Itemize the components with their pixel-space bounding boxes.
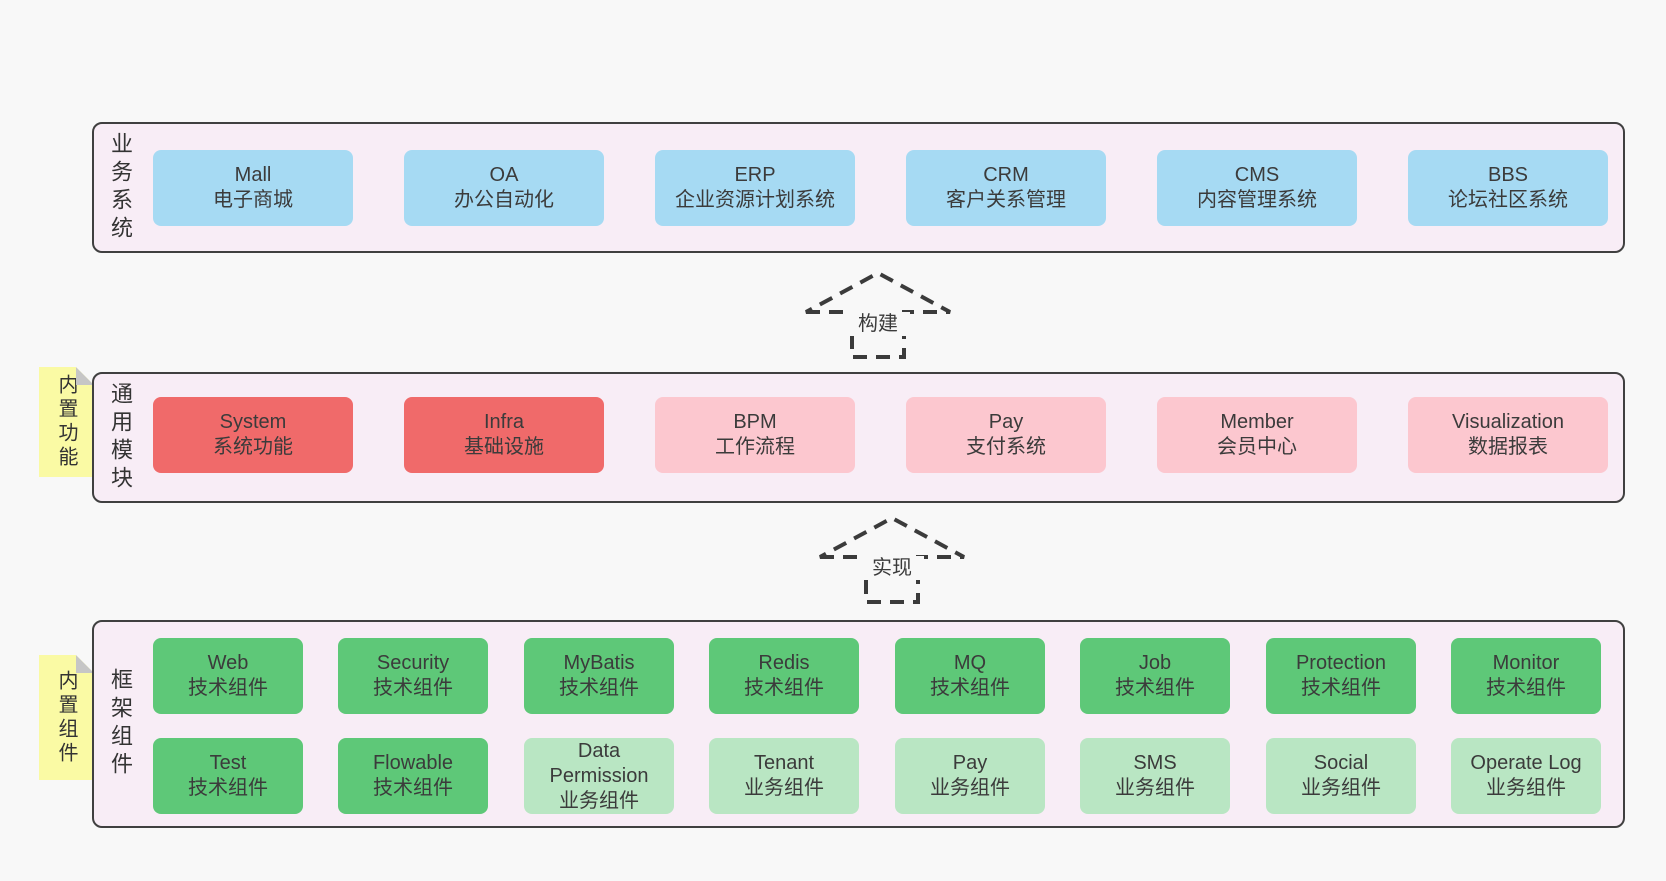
section-label-common-modules: 通用模块	[108, 381, 133, 494]
box-en-label: Data Permission	[549, 739, 649, 787]
sticky-note-label: 内置功能	[55, 374, 77, 470]
box-sms: SMS 业务组件	[1080, 738, 1230, 814]
arrow-implement-label: 实现	[860, 556, 924, 580]
box-en-label: CMS	[1234, 164, 1280, 186]
box-en-label: OA	[489, 164, 519, 186]
box-en-label: Redis	[758, 652, 810, 674]
box-zh-label: 技术组件	[744, 677, 824, 699]
box-pay: Pay 支付系统	[906, 397, 1106, 473]
box-en-label: Test	[209, 752, 247, 774]
box-en-label: Security	[376, 652, 450, 674]
box-system: System 系统功能	[153, 397, 353, 473]
box-social: Social 业务组件	[1266, 738, 1416, 814]
box-zh-label: 技术组件	[1486, 677, 1566, 699]
section-business-systems: 业务系统 Mall 电子商城 OA 办公自动化 ERP 企业资源计划系统 CRM…	[92, 122, 1625, 253]
box-bbs: BBS 论坛社区系统	[1408, 150, 1608, 226]
box-bpm: BPM 工作流程	[655, 397, 855, 473]
box-protection: Protection 技术组件	[1266, 638, 1416, 714]
box-infra: Infra 基础设施	[404, 397, 604, 473]
box-en-label: Pay	[952, 752, 988, 774]
box-en-label: System	[219, 411, 287, 433]
box-zh-label: 技术组件	[559, 677, 639, 699]
box-oa: OA 办公自动化	[404, 150, 604, 226]
box-monitor: Monitor 技术组件	[1451, 638, 1601, 714]
box-en-label: Tenant	[753, 752, 815, 774]
box-mall: Mall 电子商城	[153, 150, 353, 226]
box-job: Job 技术组件	[1080, 638, 1230, 714]
box-en-label: ERP	[734, 164, 776, 186]
box-en-label: Visualization	[1452, 411, 1564, 433]
box-zh-label: 工作流程	[715, 436, 795, 458]
box-zh-label: 办公自动化	[454, 189, 554, 211]
box-zh-label: 业务组件	[1301, 777, 1381, 799]
section-common-modules: 通用模块 System 系统功能 Infra 基础设施 BPM 工作流程 Pay…	[92, 372, 1625, 503]
box-cms: CMS 内容管理系统	[1157, 150, 1357, 226]
box-mq: MQ 技术组件	[895, 638, 1045, 714]
box-zh-label: 技术组件	[188, 677, 268, 699]
box-zh-label: 数据报表	[1468, 436, 1548, 458]
box-member: Member 会员中心	[1157, 397, 1357, 473]
box-test: Test 技术组件	[153, 738, 303, 814]
box-en-label: Pay	[988, 411, 1024, 433]
box-zh-label: 技术组件	[373, 677, 453, 699]
box-zh-label: 技术组件	[1115, 677, 1195, 699]
box-en-label: Infra	[483, 411, 525, 433]
box-en-label: Flowable	[372, 752, 454, 774]
box-flowable: Flowable 技术组件	[338, 738, 488, 814]
box-en-label: Protection	[1295, 652, 1387, 674]
box-en-label: Mall	[234, 164, 272, 186]
box-zh-label: 会员中心	[1217, 436, 1297, 458]
section-label-framework-components: 框架组件	[108, 668, 133, 780]
box-zh-label: 客户关系管理	[946, 189, 1066, 211]
box-en-label: BBS	[1487, 164, 1529, 186]
box-en-label: SMS	[1133, 752, 1177, 774]
box-web: Web 技术组件	[153, 638, 303, 714]
box-en-label: Member	[1220, 411, 1294, 433]
box-zh-label: 业务组件	[744, 777, 824, 799]
box-en-label: Monitor	[1492, 652, 1560, 674]
box-en-label: MyBatis	[563, 652, 635, 674]
box-zh-label: 论坛社区系统	[1448, 189, 1568, 211]
sticky-note-builtin-features: 内置功能	[39, 367, 94, 477]
box-en-label: Web	[207, 652, 249, 674]
box-zh-label: 业务组件	[1486, 777, 1566, 799]
box-zh-label: 基础设施	[464, 436, 544, 458]
sticky-note-label: 内置组件	[55, 669, 77, 766]
box-en-label: CRM	[983, 164, 1029, 186]
box-pay-biz: Pay 业务组件	[895, 738, 1045, 814]
box-visualization: Visualization 数据报表	[1408, 397, 1608, 473]
section-framework-components: 框架组件 Web 技术组件 Security 技术组件 MyBatis 技术组件…	[92, 620, 1625, 828]
box-zh-label: 内容管理系统	[1197, 189, 1317, 211]
box-en-label: MQ	[953, 652, 987, 674]
box-en-label: Job	[1138, 652, 1172, 674]
section-label-business-systems: 业务系统	[108, 131, 133, 244]
box-data-permission: Data Permission 业务组件	[524, 738, 674, 814]
box-en-label: Operate Log	[1470, 752, 1582, 774]
box-zh-label: 支付系统	[966, 436, 1046, 458]
box-crm: CRM 客户关系管理	[906, 150, 1106, 226]
box-erp: ERP 企业资源计划系统	[655, 150, 855, 226]
box-operate-log: Operate Log 业务组件	[1451, 738, 1601, 814]
sticky-note-builtin-components: 内置组件	[39, 655, 94, 780]
box-mybatis: MyBatis 技术组件	[524, 638, 674, 714]
arrow-build-label: 构建	[846, 312, 910, 336]
box-zh-label: 电子商城	[213, 189, 293, 211]
box-zh-label: 技术组件	[373, 777, 453, 799]
box-zh-label: 技术组件	[1301, 677, 1381, 699]
box-zh-label: 技术组件	[188, 777, 268, 799]
box-zh-label: 业务组件	[1115, 777, 1195, 799]
box-zh-label: 企业资源计划系统	[675, 189, 835, 211]
box-en-label: Social	[1313, 752, 1369, 774]
box-security: Security 技术组件	[338, 638, 488, 714]
box-zh-label: 业务组件	[559, 789, 639, 812]
box-zh-label: 技术组件	[930, 677, 1010, 699]
box-en-label: BPM	[733, 411, 777, 433]
box-redis: Redis 技术组件	[709, 638, 859, 714]
box-zh-label: 业务组件	[930, 777, 1010, 799]
box-zh-label: 系统功能	[213, 436, 293, 458]
box-tenant: Tenant 业务组件	[709, 738, 859, 814]
